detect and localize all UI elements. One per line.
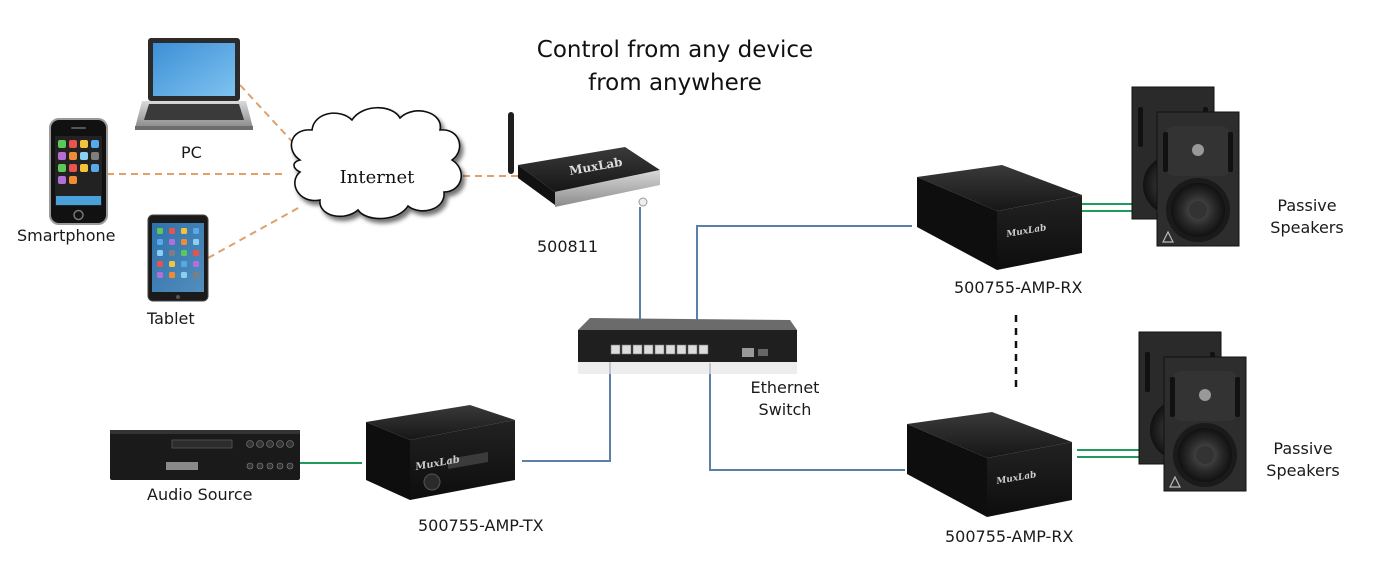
app-icon [181, 239, 187, 245]
knob [256, 440, 264, 448]
link-switch-tx [522, 360, 611, 462]
app-icon [181, 228, 187, 234]
ethernet-port [687, 344, 698, 355]
app-icon [181, 272, 187, 278]
receiver-icon: MuxLab [917, 165, 1082, 270]
rx1-label: 500755-AMP-RX [954, 278, 1083, 297]
app-icon [169, 261, 175, 267]
speaker-icon [1131, 86, 1240, 247]
knob [256, 462, 264, 470]
app-icon [157, 228, 163, 234]
ethernet-port [698, 344, 709, 355]
title-line-1: Control from any device [536, 37, 814, 63]
diagram-title: Control from any device from anywhere [490, 34, 860, 100]
smartphone-label: Smartphone [17, 226, 116, 245]
app-icon [169, 239, 175, 245]
app-icon [91, 140, 99, 148]
app-icon [193, 250, 199, 256]
knob [276, 462, 284, 470]
knob [266, 462, 274, 470]
app-icon [181, 261, 187, 267]
switch-label-line-2: Switch [758, 400, 812, 419]
app-icon [80, 164, 88, 172]
knob [276, 440, 284, 448]
app-icon [58, 140, 66, 148]
link-switch-rx2 [709, 363, 905, 471]
app-icon [80, 140, 88, 148]
app-icon [91, 152, 99, 160]
app-icon [157, 239, 163, 245]
app-icon [69, 164, 77, 172]
speakers1-label: Passive Speakers [1262, 195, 1352, 239]
app-icon [169, 250, 175, 256]
app-icon [157, 261, 163, 267]
tablet-icon [147, 214, 209, 302]
ethernet-port [676, 344, 687, 355]
knob [266, 440, 274, 448]
app-icon [157, 272, 163, 278]
link-tablet-internet [207, 206, 301, 259]
app-icon [69, 176, 77, 184]
laptop-icon [135, 38, 253, 130]
transmitter-icon: MuxLab [366, 405, 515, 500]
ethernet-port [654, 344, 665, 355]
cloud-label: Internet [340, 167, 415, 188]
switch-label-line-1: Ethernet [750, 378, 820, 397]
knob [286, 440, 294, 448]
speakers1-label-line-2: Speakers [1270, 218, 1344, 237]
ethernet-port [632, 344, 643, 355]
app-icon [193, 261, 199, 267]
app-icon [193, 239, 199, 245]
app-icon [80, 152, 88, 160]
speakers2-label-line-1: Passive [1273, 439, 1333, 458]
switch-label: Ethernet Switch [740, 377, 830, 421]
app-icon [58, 176, 66, 184]
audio-source-label: Audio Source [147, 485, 253, 504]
link-pc-internet [239, 84, 301, 151]
audio-player-icon [110, 430, 300, 480]
ethernet-port [643, 344, 654, 355]
receiver-icon: MuxLab [907, 412, 1072, 517]
knob [286, 462, 294, 470]
ethernet-port [610, 344, 621, 355]
title-line-2: from anywhere [588, 70, 762, 96]
speakers1-label-line-1: Passive [1277, 196, 1337, 215]
ethernet-port [665, 344, 676, 355]
app-icon [69, 140, 77, 148]
tx-label: 500755-AMP-TX [418, 516, 544, 535]
app-icon [193, 272, 199, 278]
knob [246, 440, 254, 448]
speaker-icon [1138, 331, 1247, 492]
speakers2-label: Passive Speakers [1258, 438, 1348, 482]
speakers2-label-line-2: Speakers [1266, 461, 1340, 480]
app-icon [69, 152, 77, 160]
connections-layer [107, 84, 1167, 471]
knob [246, 462, 254, 470]
network-controller-icon: MuxLab [508, 112, 660, 207]
app-icon [91, 164, 99, 172]
controller-label: 500811 [537, 237, 599, 256]
app-icon [58, 164, 66, 172]
app-icon [181, 250, 187, 256]
ethernet-switch-icon [578, 318, 797, 374]
pc-label: PC [181, 143, 202, 162]
tablet-label: Tablet [147, 309, 195, 328]
app-icon [58, 152, 66, 160]
ethernet-port [621, 344, 632, 355]
app-icon [193, 228, 199, 234]
cloud-icon [290, 107, 463, 220]
rx2-label: 500755-AMP-RX [945, 527, 1074, 546]
app-icon [169, 272, 175, 278]
app-icon [157, 250, 163, 256]
smartphone-icon [49, 118, 108, 225]
link-switch-rx1 [696, 225, 912, 344]
app-icon [169, 228, 175, 234]
